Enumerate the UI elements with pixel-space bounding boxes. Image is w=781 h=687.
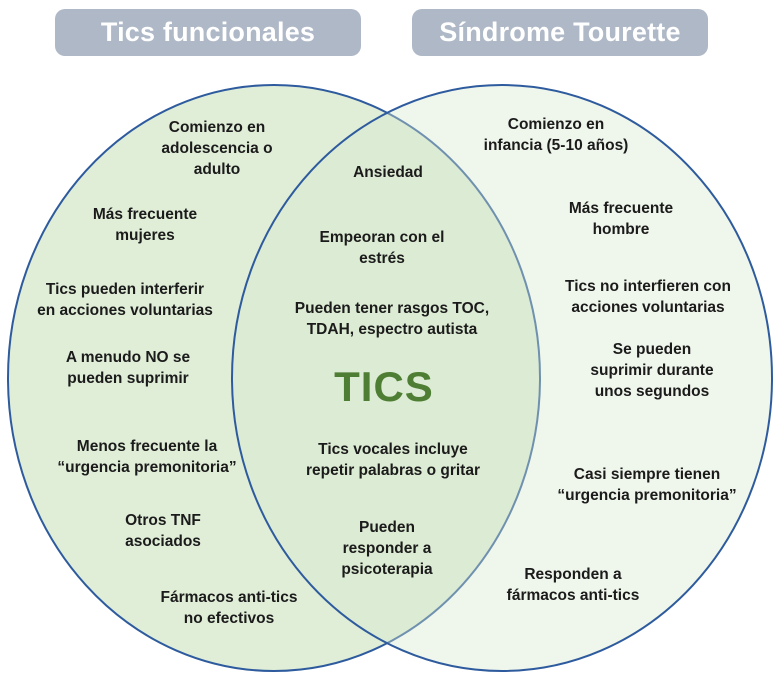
right-item-infancia: Comienzo en infancia (5-10 años) <box>483 116 629 154</box>
right-item-frecuente-hombre: Más frecuente hombre <box>568 200 674 238</box>
left-item-frecuente-mujeres: Más frecuente mujeres <box>92 206 198 244</box>
overlap-item-toc-tdah: Pueden tener rasgos TOC, TDAH, espectro … <box>294 300 490 338</box>
left-ellipse <box>7 84 541 672</box>
overlap-item-psicoterapia: Pueden responder a psicoterapia <box>341 519 433 578</box>
header-sindrome-tourette: Síndrome Tourette <box>412 9 708 56</box>
right-item-suprimir: Se pueden suprimir durante unos segundos <box>590 341 714 400</box>
overlap-item-estres: Empeoran con el estrés <box>319 229 445 267</box>
header-tics-funcionales: Tics funcionales <box>55 9 361 56</box>
right-item-urgencia: Casi siempre tienen “urgencia premonitor… <box>557 466 737 504</box>
tics-title: TICS <box>334 363 434 410</box>
left-item-urgencia: Menos frecuente la “urgencia premonitori… <box>57 438 237 476</box>
left-item-comienzo: Comienzo en adolescencia o adulto <box>161 119 273 178</box>
right-ellipse <box>231 84 773 672</box>
left-item-tnf: Otros TNF asociados <box>125 512 201 550</box>
overlap-item-vocales: Tics vocales incluye repetir palabras o … <box>305 441 480 479</box>
left-item-no-suprimir: A menudo NO se pueden suprimir <box>65 349 191 387</box>
right-item-responden: Responden a fármacos anti-tics <box>506 566 640 604</box>
left-item-farmacos: Fármacos anti-tics no efectivos <box>160 589 298 627</box>
left-item-interferir: Tics pueden interferir en acciones volun… <box>37 281 213 319</box>
right-item-no-interfieren: Tics no interfieren con acciones volunta… <box>565 278 731 316</box>
overlap-item-ansiedad: Ansiedad <box>353 164 423 181</box>
